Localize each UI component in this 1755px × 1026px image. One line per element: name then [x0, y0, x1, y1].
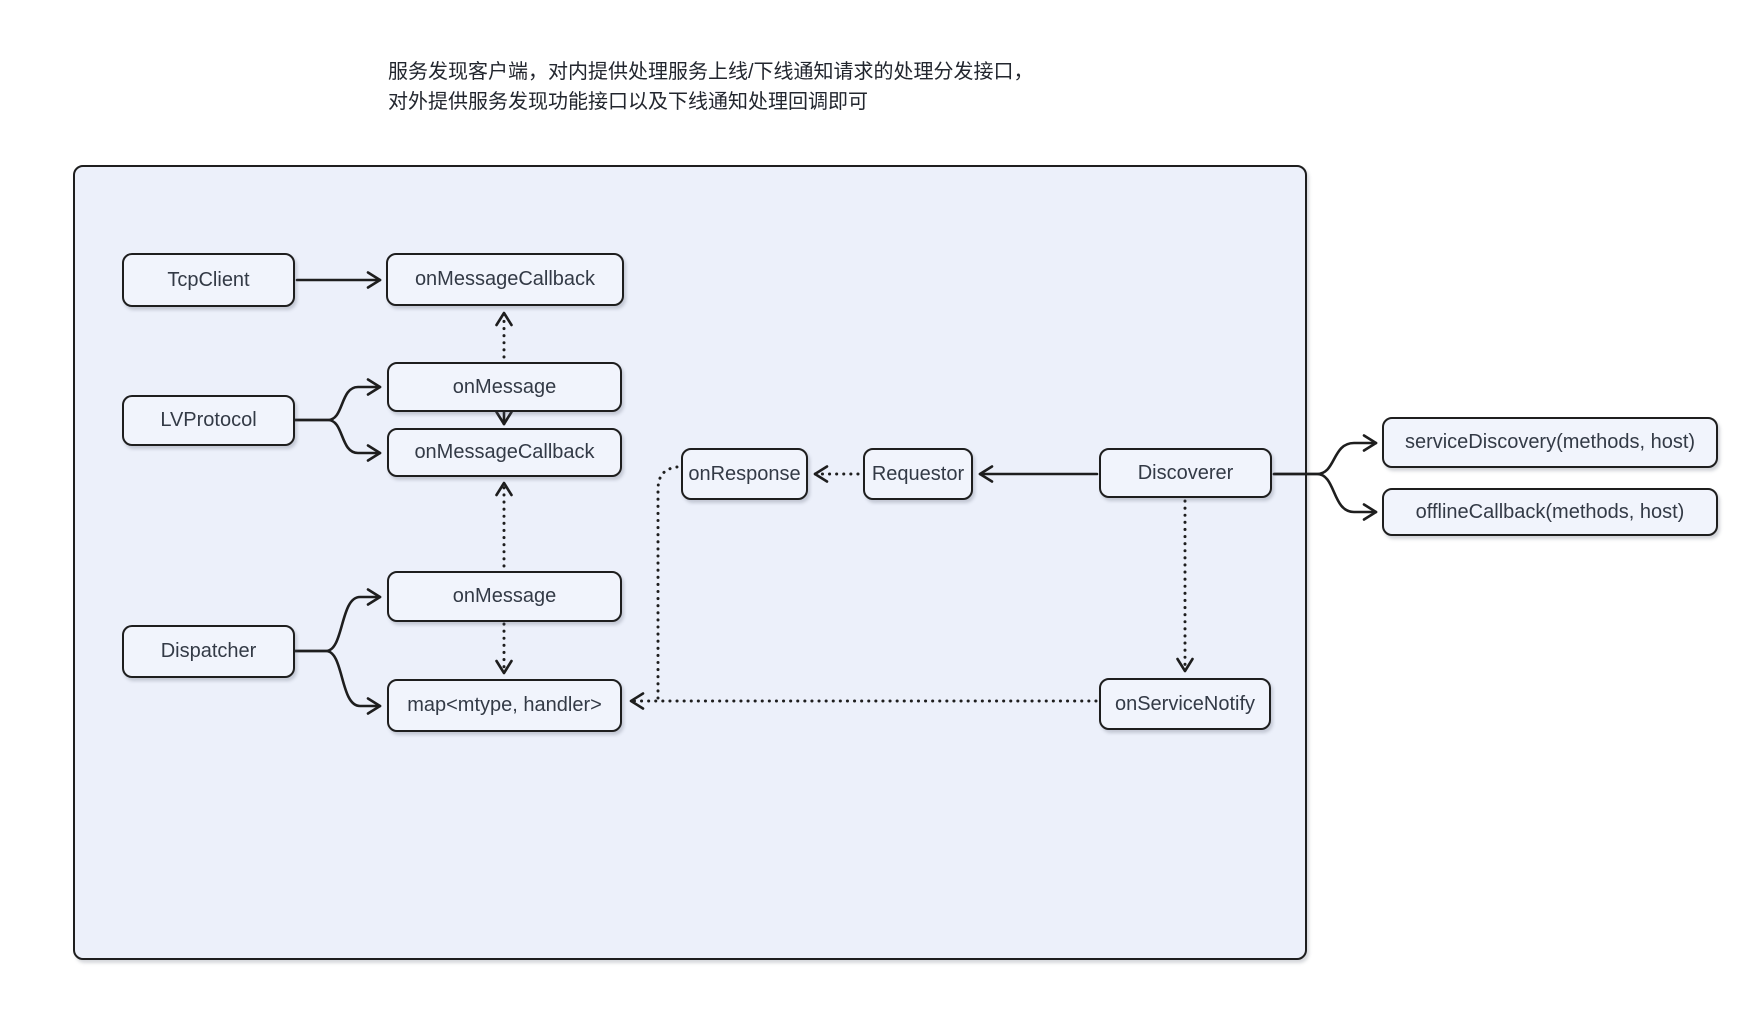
- node-lv-onmessage: onMessage: [387, 362, 622, 412]
- node-lv-onmessagecallback-label: onMessageCallback: [414, 441, 595, 463]
- node-lvprotocol: LVProtocol: [122, 395, 295, 446]
- node-map-handler: map<mtype, handler>: [387, 679, 622, 732]
- node-discoverer: Discoverer: [1099, 448, 1272, 498]
- node-lv-onmessagecallback: onMessageCallback: [387, 428, 622, 477]
- node-discoverer-label: Discoverer: [1137, 461, 1234, 484]
- node-servicediscovery: serviceDiscovery(methods, host): [1382, 417, 1718, 468]
- node-dispatcher-label: Dispatcher: [160, 640, 257, 662]
- node-tcpclient-label: TcpClient: [167, 268, 250, 291]
- node-onservicenotify: onServiceNotify: [1099, 678, 1271, 730]
- node-requestor-label: Requestor: [871, 462, 965, 485]
- node-dispatcher-onmessage: onMessage: [387, 571, 622, 622]
- node-servicediscovery-label: serviceDiscovery(methods, host): [1404, 431, 1696, 453]
- node-dispatcher-onmessage-label: onMessage: [452, 585, 557, 607]
- node-map-handler-label: map<mtype, handler>: [407, 694, 602, 716]
- node-tcpclient: TcpClient: [122, 253, 295, 307]
- node-onmessagecallback-top-label: onMessageCallback: [414, 268, 596, 290]
- node-lv-onmessage-label: onMessage: [452, 375, 557, 398]
- caption-line-1: 服务发现客户端，对内提供处理服务上线/下线通知请求的处理分发接口，: [388, 61, 1034, 83]
- node-offlinecallback: offlineCallback(methods, host): [1382, 488, 1718, 536]
- diagram-caption: 服务发现客户端，对内提供处理服务上线/下线通知请求的处理分发接口， 对外提供服务…: [388, 57, 1034, 117]
- node-lvprotocol-label: LVProtocol: [160, 409, 257, 431]
- node-onresponse: onResponse: [681, 448, 808, 500]
- node-offlinecallback-label: offlineCallback(methods, host): [1415, 500, 1685, 523]
- node-onmessagecallback-top: onMessageCallback: [386, 253, 624, 306]
- node-onresponse-label: onResponse: [688, 462, 801, 485]
- node-dispatcher: Dispatcher: [122, 625, 295, 678]
- node-requestor: Requestor: [863, 448, 973, 500]
- caption-line-2: 对外提供服务发现功能接口以及下线通知处理回调即可: [388, 91, 868, 113]
- node-onservicenotify-label: onServiceNotify: [1114, 692, 1256, 715]
